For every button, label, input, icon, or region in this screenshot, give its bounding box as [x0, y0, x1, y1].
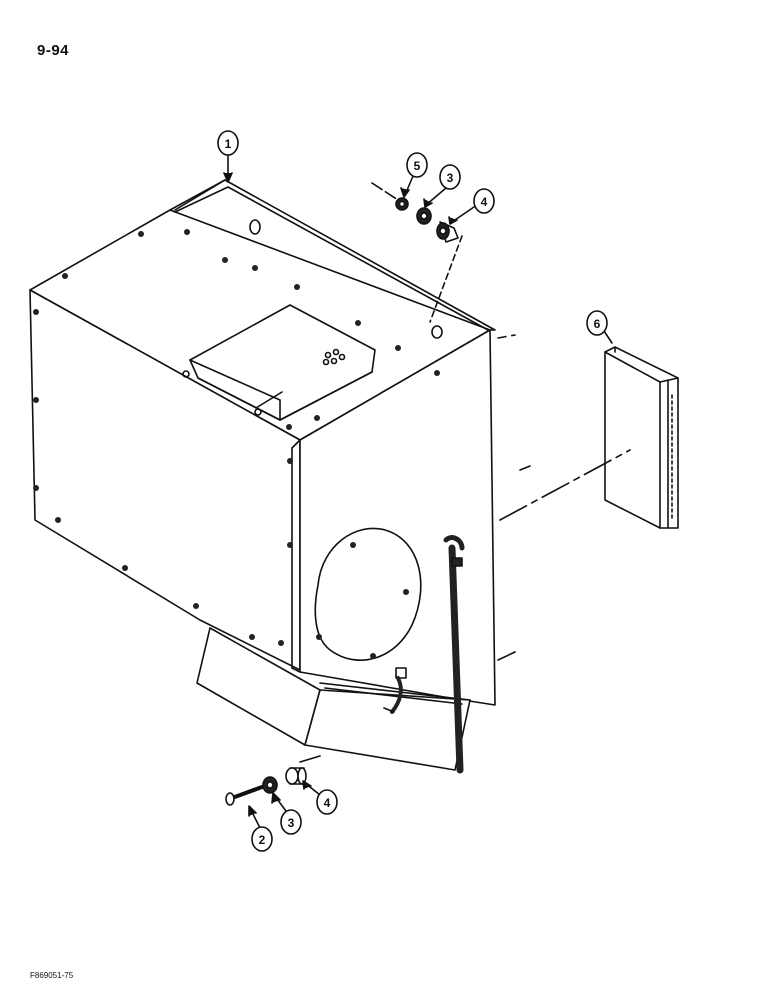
- inspection-cover: [314, 527, 422, 661]
- housing-rim: [169, 179, 496, 331]
- callout-3-bottom-label: 3: [288, 816, 295, 830]
- callout-3-top-circle: [439, 164, 461, 190]
- housing-chute: [196, 627, 471, 771]
- callout-4-top-circle: [473, 188, 495, 214]
- callout-1-circle: [217, 130, 239, 156]
- page-number: 9-94: [37, 42, 70, 59]
- callout-4-top-label: 4: [481, 195, 488, 209]
- access-cover: [182, 304, 376, 421]
- callout-3-bottom-circle: [280, 809, 302, 835]
- fastener-spacer-top: [436, 221, 459, 243]
- filter-pad: [604, 346, 679, 529]
- callout-3-top-label: 3: [447, 171, 454, 185]
- callout-4-bottom-label: 4: [324, 796, 331, 810]
- dipstick-tube: [443, 535, 465, 774]
- callout-2-label: 2: [259, 833, 266, 847]
- housing-left-face: [29, 289, 301, 671]
- housing-box: [29, 179, 496, 706]
- figure-code: F869051-75: [30, 971, 74, 980]
- callout-5-label: 5: [414, 159, 421, 173]
- callout-5-circle: [406, 152, 428, 178]
- fastener-washer-bottom: [262, 776, 278, 794]
- callout-6-label: 6: [594, 317, 601, 331]
- fastener-nut-top: [395, 197, 409, 211]
- callout-1-label: 1: [225, 137, 232, 151]
- tube-clamp: [383, 667, 407, 714]
- callout-4-bottom-circle: [316, 789, 338, 815]
- callout-2-circle: [251, 826, 273, 852]
- fastener-bolt-bottom: [225, 785, 264, 806]
- callout-6-circle: [586, 310, 608, 336]
- fastener-washer-top: [416, 207, 432, 225]
